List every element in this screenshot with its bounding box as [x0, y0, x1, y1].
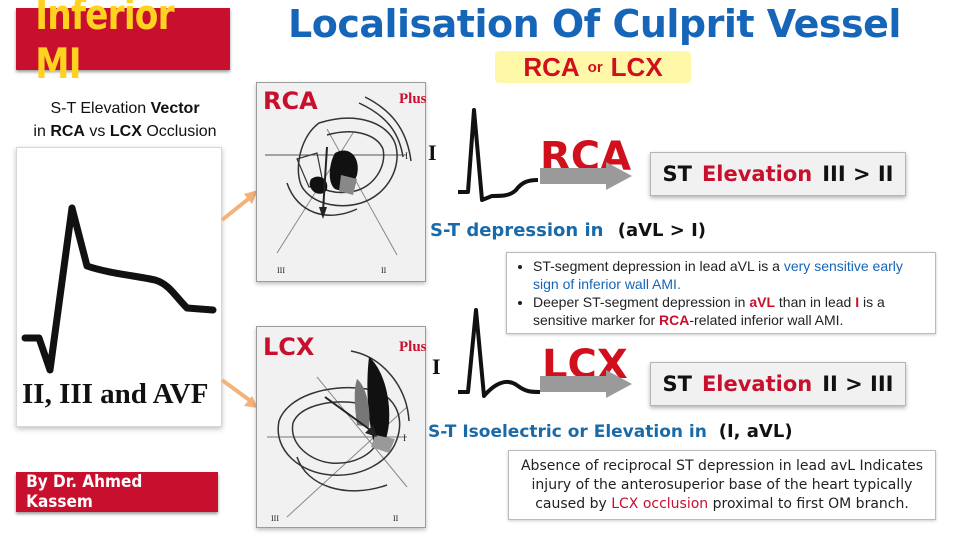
vector-label-text: in: [33, 123, 51, 140]
connector-arrows: [220, 190, 258, 408]
rca-diagram-tag: RCA: [263, 87, 318, 115]
lcx-result-box: ST Elevation II > III: [650, 362, 906, 406]
rca-vector-diagram: RCA Plus I III II: [256, 82, 427, 282]
lcx-plus-label: Plus: [399, 339, 427, 355]
rca-note-rca: RCA: [659, 312, 690, 328]
connector-arrow-rca: [220, 190, 258, 222]
rca-note-text: Deeper ST-segment depression in: [533, 294, 750, 310]
subtitle-badge: RCA or LCX: [495, 51, 691, 83]
lcx-lead-i-ecg-trace: [458, 308, 541, 398]
rca-finding: S-T depression in (aVL > I): [430, 220, 706, 241]
connector-arrow-lcx: [220, 378, 258, 408]
title-badge-text: Inferior MI: [35, 0, 174, 88]
subtitle-rca: RCA: [523, 51, 580, 82]
rca-finding-leads: (aVL > I): [617, 220, 707, 241]
lcx-result-elevation: Elevation: [701, 372, 813, 396]
subtitle-lcx: LCX: [610, 51, 663, 82]
rca-note-text: is a sensitive marker for: [533, 294, 885, 328]
rca-axis-ii-label: II: [381, 266, 387, 275]
rca-lead-i-label: I: [428, 140, 437, 165]
rca-axis-i-label: I: [405, 151, 408, 161]
lcx-note-highlight: LCX occlusion: [611, 495, 709, 512]
author-badge: By Dr. Ahmed Kassem: [16, 472, 218, 512]
st-elevation-ecg-trace: [21, 204, 217, 374]
vector-label-text: Occlusion: [141, 123, 217, 140]
rca-note-avl: aVL: [749, 294, 776, 310]
lcx-result-comparison: II > III: [822, 372, 894, 396]
page-title: Localisation Of Culprit Vessel: [288, 2, 901, 46]
st-elevation-ecg-card: [16, 147, 222, 427]
rca-arrow-icon: [540, 162, 632, 190]
rca-result-elevation: Elevation: [701, 162, 813, 186]
rca-result-box: ST Elevation III > II: [650, 152, 906, 196]
vector-label-text: vs: [84, 123, 110, 140]
lcx-notes-box: Absence of reciprocal ST depression in l…: [508, 450, 936, 520]
lcx-arrow-icon: [540, 370, 632, 398]
lcx-finding-leads: (I, aVL): [718, 421, 793, 442]
lcx-axis-iii-label: III: [271, 514, 279, 523]
lcx-finding: S-T Isoelectric or Elevation in (I, aVL): [428, 421, 793, 442]
rca-note-item: ST-segment depression in lead aVL is a v…: [533, 257, 927, 293]
rca-lead-i-ecg-trace: [458, 108, 539, 202]
rca-plus-label: Plus: [399, 91, 427, 107]
subtitle-or: or: [587, 58, 603, 76]
rca-note-text: -related inferior wall AMI.: [689, 312, 844, 328]
lcx-note-text: proximal to first OM branch.: [708, 495, 909, 512]
rca-note-lead-i: I: [855, 294, 860, 310]
rca-axis-iii-label: III: [277, 266, 285, 275]
rca-note-text: than in lead: [775, 294, 856, 310]
rca-note-highlight: very sensitive early sign of inferior wa…: [533, 258, 903, 292]
rca-finding-text: S-T depression in: [430, 220, 604, 241]
vector-label-text: S-T Elevation: [50, 100, 151, 117]
author-text: By Dr. Ahmed Kassem: [26, 472, 143, 512]
lcx-heart-vector-svg: I III II: [267, 350, 410, 523]
lcx-diagram-tag: LCX: [263, 333, 315, 361]
vector-label-lcx: LCX: [109, 123, 142, 140]
lcx-result-prefix: ST: [662, 372, 692, 396]
lcx-lead-i-label: I: [432, 354, 441, 379]
title-badge: Inferior MI: [16, 0, 230, 88]
rca-result-prefix: ST: [662, 162, 692, 186]
rca-result-comparison: III > II: [822, 162, 894, 186]
rca-heart-vector-svg: I III II: [265, 96, 412, 275]
lcx-note-text: Absence of reciprocal ST depression in l…: [520, 457, 923, 512]
lcx-axis-i-label: I: [403, 433, 406, 443]
lcx-axis-ii-label: II: [393, 514, 399, 523]
lcx-note: Absence of reciprocal ST depression in l…: [517, 457, 927, 514]
inferior-leads-label: II, III and AVF: [22, 378, 209, 410]
rca-note-text: ST-segment depression in lead aVL is a: [533, 258, 784, 274]
lcx-vector-diagram: LCX Plus I III II: [256, 326, 427, 528]
lcx-finding-text: S-T Isoelectric or Elevation in: [428, 422, 707, 442]
vector-label-bold: Vector: [150, 100, 200, 117]
rca-note-item: Deeper ST-segment depression in aVL than…: [533, 293, 927, 329]
vector-label: S-T Elevation Vector in RCA vs LCX Occlu…: [10, 97, 240, 143]
vector-label-rca: RCA: [50, 123, 85, 140]
rca-notes-box: ST-segment depression in lead aVL is a v…: [506, 252, 936, 334]
